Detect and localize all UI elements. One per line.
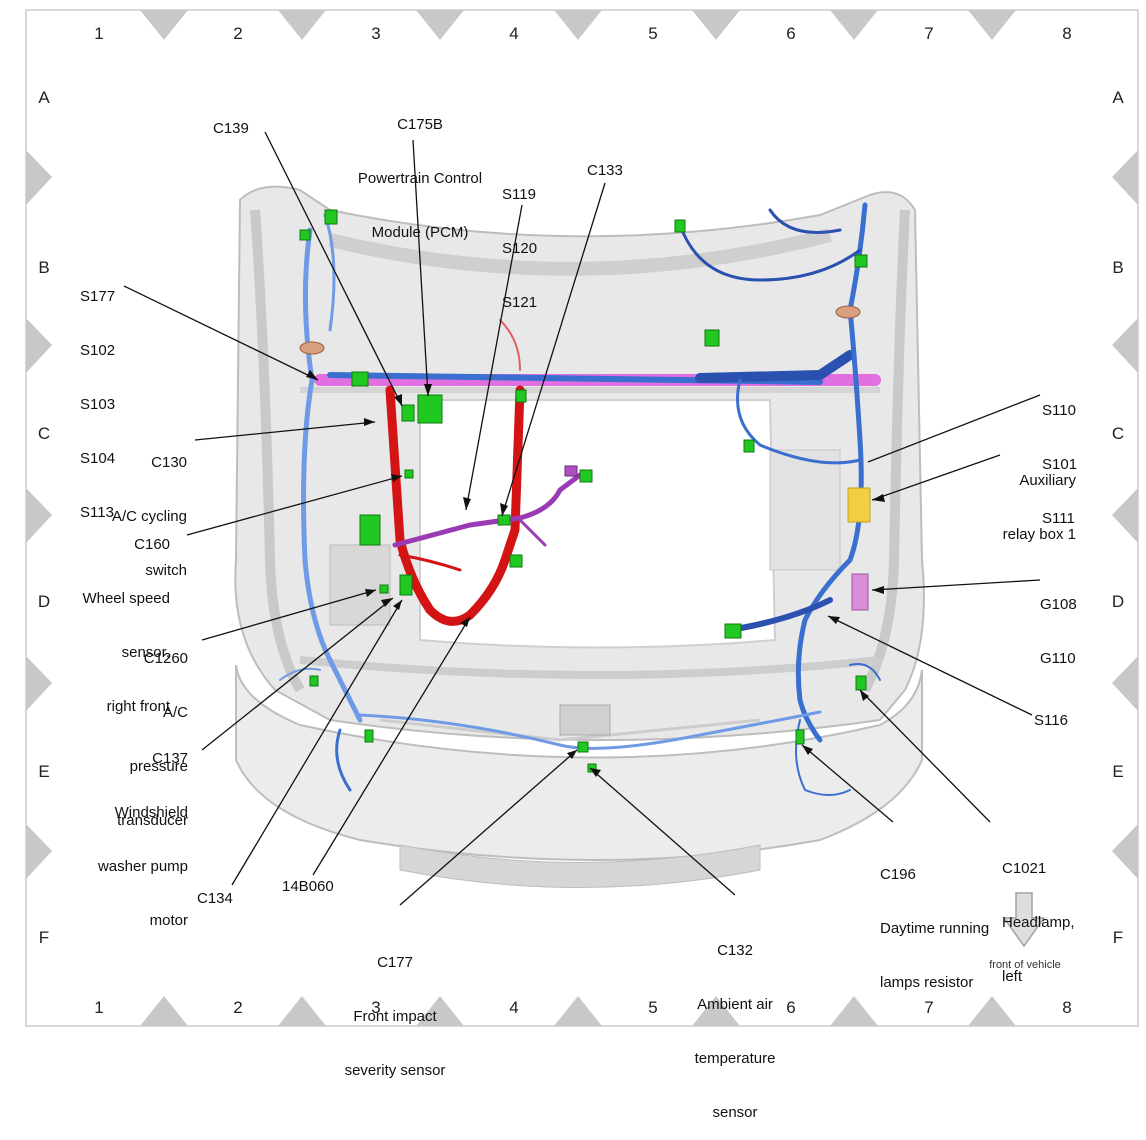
label-s177: S177 S102 S103 S104 S113 — [80, 288, 116, 521]
grid-row-f: F — [38, 928, 50, 947]
grid-row-b: B — [38, 258, 50, 277]
vehicle-body — [234, 185, 925, 888]
grid-row-e: E — [38, 762, 50, 781]
label-c160: C160 Wheel speed sensor, right front — [82, 536, 170, 715]
grid-col-2-bottom: 2 — [233, 998, 243, 1017]
grid-col-8-bottom: 8 — [1062, 998, 1072, 1017]
grid-row-a-right: A — [1112, 88, 1124, 107]
grid-col-2: 2 — [233, 24, 243, 43]
label-g108: G108 G110 — [1040, 596, 1077, 667]
grid-col-7-bottom: 7 — [924, 998, 934, 1017]
label-c1260: C1260 A/C pressure transducer — [117, 650, 188, 829]
connectors — [299, 209, 868, 773]
ground-block — [851, 573, 869, 611]
label-c133: C133 — [587, 162, 623, 179]
label-c1021: C1021 Headlamp, left — [1002, 860, 1075, 985]
grid-row-a: A — [38, 88, 50, 107]
grid-row-c: C — [37, 424, 51, 443]
grid-col-7: 7 — [924, 24, 934, 43]
connector-c175b — [417, 394, 443, 424]
auxiliary-relay-box — [847, 487, 871, 523]
label-c132: C132 Ambient air temperature sensor — [694, 942, 776, 1121]
label-c139: C139 — [213, 120, 249, 137]
front-of-vehicle-note: front of vehicle — [989, 959, 1061, 971]
grid-col-5-bottom: 5 — [648, 998, 658, 1017]
grid-col-1: 1 — [94, 24, 104, 43]
leader-lines — [123, 131, 1041, 906]
grid-col-6-bottom: 6 — [786, 998, 796, 1017]
grid-col-1-bottom: 1 — [94, 998, 104, 1017]
grid-row-d-right: D — [1111, 592, 1125, 611]
grid-col-4: 4 — [509, 24, 519, 43]
label-14b060: 14B060 — [282, 878, 334, 895]
label-c177: C177 Front impact severity sensor — [344, 954, 446, 1079]
grid-row-b-right: B — [1112, 258, 1124, 277]
grid-col-6: 6 — [786, 24, 796, 43]
label-auxiliary-relay-box: Auxiliary relay box 1 — [1002, 472, 1076, 543]
grid-col-3-bottom: 3 — [371, 998, 381, 1017]
border-markers — [26, 10, 1138, 1026]
grid-row-f-right: F — [1112, 928, 1124, 947]
grid-row-e-right: E — [1112, 762, 1124, 781]
wiring-harness — [279, 202, 881, 796]
label-s110: S110 S101 S111 — [1042, 402, 1078, 527]
wiring-diagram: 1 2 3 4 5 6 7 8 1 2 3 4 5 6 7 8 A B C D … — [25, 9, 1139, 1121]
arrowheads — [306, 370, 885, 777]
front-arrow-icon — [1002, 892, 1046, 948]
grid-col-3: 3 — [371, 24, 381, 43]
label-c134: C134 — [197, 890, 233, 907]
label-s116: S116 — [1034, 712, 1068, 729]
grid-row-c-right: C — [1111, 424, 1125, 443]
label-c175b: C175B Powertrain Control Module (PCM) — [357, 116, 483, 241]
label-c130: C130 A/C cycling switch — [111, 454, 187, 579]
grid-col-5: 5 — [648, 24, 658, 43]
diagram-canvas — [25, 9, 1139, 1027]
label-c196: C196 Daytime running lamps resistor — [880, 866, 990, 991]
grid-col-4-bottom: 4 — [509, 998, 519, 1017]
label-s119: S119 S120 S121 — [502, 186, 538, 311]
grid-row-d: D — [37, 592, 51, 611]
grid-col-8: 8 — [1062, 24, 1072, 43]
label-c137: C137 Windshield washer pump motor — [97, 750, 188, 929]
